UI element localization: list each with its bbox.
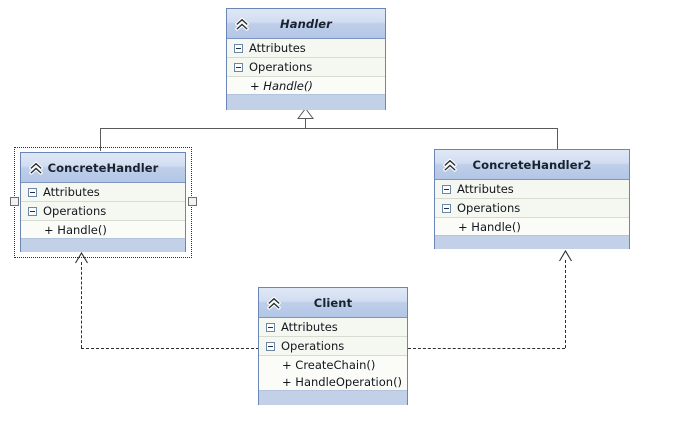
- member-handleoperation[interactable]: + HandleOperation(): [259, 373, 407, 390]
- section-attributes-handler[interactable]: Attributes: [227, 39, 385, 58]
- section-attributes-concretehandler[interactable]: Attributes: [21, 183, 185, 202]
- section-label-operations: Operations: [249, 60, 313, 74]
- section-label-operations: Operations: [43, 204, 107, 218]
- class-chevron-icon: [442, 157, 458, 172]
- generalization-stub-handler: [305, 117, 306, 129]
- collapse-icon[interactable]: [28, 206, 37, 216]
- section-operations-handler[interactable]: Operations: [227, 58, 385, 77]
- dependency-arrowhead-concretehandler2: [559, 249, 572, 262]
- collapse-icon[interactable]: [234, 62, 243, 72]
- collapse-icon[interactable]: [266, 322, 275, 332]
- section-operations-concretehandler[interactable]: Operations: [21, 202, 185, 221]
- dependency-line-left-vertical: [81, 262, 82, 348]
- class-name-handler: Handler: [280, 16, 332, 31]
- class-chevron-icon: [234, 16, 250, 31]
- collapse-icon[interactable]: [266, 341, 275, 351]
- section-attributes-concretehandler2[interactable]: Attributes: [435, 180, 629, 199]
- section-label-attributes: Attributes: [457, 182, 514, 196]
- resize-handle-left[interactable]: [10, 197, 19, 206]
- class-footer-concretehandler: [21, 238, 185, 252]
- section-operations-client[interactable]: Operations: [259, 337, 407, 356]
- generalization-arrowhead-handler: [297, 107, 314, 119]
- member-handle[interactable]: + Handle(): [227, 77, 385, 94]
- collapse-icon[interactable]: [442, 203, 451, 213]
- collapse-icon[interactable]: [442, 184, 451, 194]
- class-chevron-icon: [266, 295, 282, 310]
- class-box-client[interactable]: Client Attributes Operations + CreateCha…: [258, 287, 408, 405]
- section-label-operations: Operations: [457, 201, 521, 215]
- section-label-attributes: Attributes: [43, 185, 100, 199]
- member-createchain[interactable]: + CreateChain(): [259, 356, 407, 373]
- resize-handle-right[interactable]: [188, 197, 197, 206]
- member-handle[interactable]: + Handle(): [21, 221, 185, 238]
- class-header-client: Client: [259, 288, 407, 318]
- class-body-client: Attributes Operations + CreateChain() + …: [259, 318, 407, 390]
- generalization-bus: [100, 128, 558, 129]
- collapse-icon[interactable]: [28, 187, 37, 197]
- class-body-concretehandler: Attributes Operations + Handle(): [21, 183, 185, 238]
- class-header-concretehandler: ConcreteHandler: [21, 153, 185, 183]
- section-label-attributes: Attributes: [249, 41, 306, 55]
- class-chevron-icon: [28, 160, 44, 175]
- section-operations-concretehandler2[interactable]: Operations: [435, 199, 629, 218]
- class-name-concretehandler2: ConcreteHandler2: [472, 157, 592, 172]
- class-footer-client: [259, 390, 407, 405]
- class-box-concretehandler[interactable]: ConcreteHandler Attributes Operations + …: [20, 152, 186, 252]
- collapse-icon[interactable]: [234, 43, 243, 53]
- class-header-handler: Handler: [227, 9, 385, 39]
- class-box-handler[interactable]: Handler Attributes Operations + Handle(): [226, 8, 386, 110]
- dependency-line-left-horizontal: [81, 348, 259, 349]
- section-label-operations: Operations: [281, 339, 345, 353]
- class-body-handler: Attributes Operations + Handle(): [227, 39, 385, 94]
- class-header-concretehandler2: ConcreteHandler2: [435, 150, 629, 180]
- dependency-arrowhead-concretehandler: [75, 251, 88, 264]
- class-footer-handler: [227, 94, 385, 110]
- class-footer-concretehandler2: [435, 235, 629, 249]
- section-attributes-client[interactable]: Attributes: [259, 318, 407, 337]
- class-body-concretehandler2: Attributes Operations + Handle(): [435, 180, 629, 235]
- generalization-leg-concretehandler: [100, 128, 101, 151]
- section-label-attributes: Attributes: [281, 320, 338, 334]
- class-box-concretehandler2[interactable]: ConcreteHandler2 Attributes Operations +…: [434, 149, 630, 249]
- member-handle[interactable]: + Handle(): [435, 218, 629, 235]
- dependency-line-right-vertical: [565, 260, 566, 348]
- dependency-line-right-horizontal: [408, 348, 565, 349]
- class-name-client: Client: [313, 295, 353, 310]
- class-name-concretehandler: ConcreteHandler: [47, 160, 159, 175]
- generalization-leg-concretehandler2: [557, 128, 558, 149]
